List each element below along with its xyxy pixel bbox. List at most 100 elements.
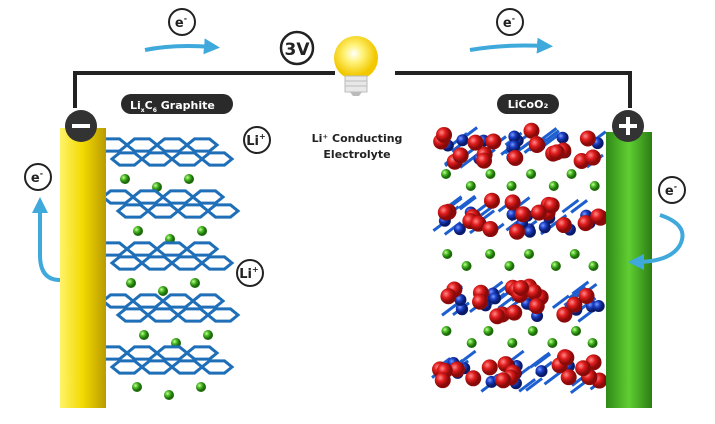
svg-text:e-: e- xyxy=(503,14,515,31)
graphite-hexagon xyxy=(169,151,205,167)
lithium-atom xyxy=(120,174,130,184)
lithium-atom xyxy=(507,338,518,348)
graphite-hexagon xyxy=(190,189,226,205)
graphite-hexagon xyxy=(175,203,211,219)
graphite-hexagon xyxy=(160,293,196,309)
oxygen-atom xyxy=(437,204,454,221)
oxygen-atom xyxy=(558,349,575,366)
lithium-atom xyxy=(461,261,472,271)
oxygen-atom xyxy=(472,293,489,310)
svg-text:e-: e- xyxy=(31,169,43,186)
lithium-atom xyxy=(548,181,559,191)
bond xyxy=(543,371,562,386)
lithium-atom xyxy=(588,261,599,271)
electron-badge: e- xyxy=(168,8,196,36)
graphite-hexagon xyxy=(184,345,220,361)
oxygen-atom xyxy=(476,152,493,169)
cathode-label: LiCoO₂ xyxy=(497,94,559,114)
lithium-atom xyxy=(485,249,496,259)
graphite-hexagon xyxy=(139,359,175,375)
graphite-hexagon xyxy=(115,307,151,323)
bond xyxy=(570,199,589,214)
oxygen-atom xyxy=(481,359,498,376)
graphite-hexagon xyxy=(145,307,181,323)
lithium-atom xyxy=(465,181,476,191)
cobalt-atom xyxy=(535,365,548,378)
graphite-hexagon xyxy=(115,203,151,219)
bond xyxy=(497,295,516,310)
graphite-hexagon xyxy=(169,359,205,375)
graphite-hexagon xyxy=(205,307,241,323)
lithium-atom xyxy=(441,326,452,336)
oxygen-atom xyxy=(525,283,542,300)
graphite-layer xyxy=(94,345,235,400)
graphite-hexagon xyxy=(100,293,136,309)
cobalt-atom xyxy=(456,134,469,147)
oxygen-atom xyxy=(434,372,451,389)
lithium-atom xyxy=(441,169,452,179)
cobalt-atom xyxy=(508,130,521,143)
graphite-hexagon xyxy=(190,293,226,309)
graphite-hexagon xyxy=(130,293,166,309)
oxygen-atom xyxy=(555,217,572,234)
oxygen-atom xyxy=(590,208,607,225)
graphite-layer xyxy=(100,189,241,244)
graphite-hexagon xyxy=(175,307,211,323)
lithium-atom xyxy=(569,249,580,259)
graphite-layer xyxy=(100,293,241,348)
oxygen-atom xyxy=(436,126,453,143)
bond xyxy=(541,133,560,148)
oxygen-atom xyxy=(507,149,524,166)
bond xyxy=(568,285,586,300)
lithium-atom xyxy=(190,278,200,288)
lithium-atom xyxy=(132,382,142,392)
oxygen-atom xyxy=(482,221,499,238)
oxygen-atom xyxy=(579,130,596,147)
circuit-wire xyxy=(73,71,632,108)
oxygen-atom xyxy=(548,144,565,161)
oxygen-atom xyxy=(485,133,502,150)
oxygen-atom xyxy=(577,215,594,232)
graphite-hexagon xyxy=(124,345,160,361)
plus-terminal-icon xyxy=(612,110,644,142)
cobalt-oxide-layer xyxy=(432,192,609,240)
oxygen-atom xyxy=(543,197,560,214)
graphite-hexagon xyxy=(109,151,145,167)
lithium-atom xyxy=(527,326,538,336)
lithium-atom xyxy=(483,326,494,336)
electron-badge: e- xyxy=(658,176,686,204)
cathode-electrode xyxy=(606,132,652,408)
electron-badge: e- xyxy=(24,163,52,191)
cobalt-oxide-layer xyxy=(433,122,607,170)
svg-text:LiCoO₂: LiCoO₂ xyxy=(508,98,549,111)
lithium-atom xyxy=(139,330,149,340)
graphite-layer xyxy=(94,241,235,296)
bond xyxy=(539,127,558,142)
licoo2-crystal xyxy=(431,122,609,395)
electron-flow-arrows xyxy=(32,37,685,282)
oxygen-atom xyxy=(560,369,577,386)
lithium-atom xyxy=(571,326,582,336)
graphite-hexagon xyxy=(154,345,190,361)
lithium-atom xyxy=(485,169,496,179)
graphite-hexagon xyxy=(199,151,235,167)
lithium-atom xyxy=(550,261,561,271)
bond xyxy=(561,198,580,214)
anode-electrode xyxy=(60,128,106,408)
oxygen-atom xyxy=(495,372,512,389)
oxygen-atom xyxy=(513,279,530,296)
oxygen-atom xyxy=(514,206,531,223)
graphite-hexagon xyxy=(109,255,145,271)
oxygen-atom xyxy=(506,304,523,321)
graphite-hexagon xyxy=(100,189,136,205)
oxygen-atom xyxy=(449,361,466,378)
lithium-atom xyxy=(184,174,194,184)
lithium-atom xyxy=(442,249,453,259)
cobalt-atom xyxy=(556,131,569,144)
cobalt-atom xyxy=(508,140,521,153)
graphite-hexagon xyxy=(205,203,241,219)
lithium-ion-badge: Li+ xyxy=(243,126,271,154)
oxygen-atom xyxy=(528,137,545,154)
bond xyxy=(551,294,570,309)
graphite-layers xyxy=(94,137,241,400)
